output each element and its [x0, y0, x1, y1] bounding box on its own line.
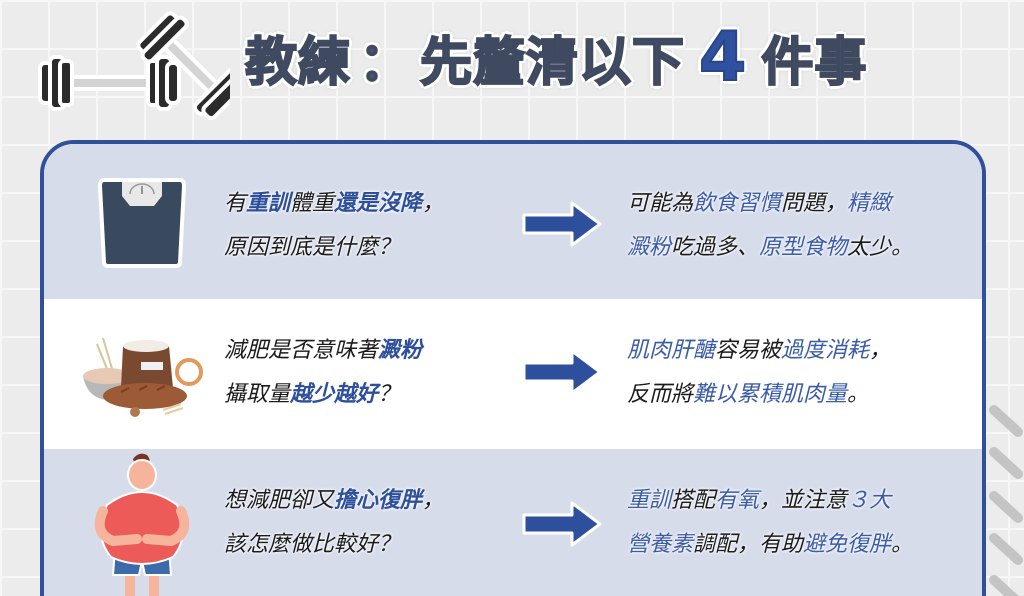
title-number: 4: [698, 17, 748, 98]
highlight-segment: 飲食習慣: [693, 191, 782, 216]
text-segment: 原因到底是什麼？: [224, 235, 401, 260]
faq-card: 有重訓體重還是沒降， 原因到底是什麼？ 可能為飲食習慣問題，精緻 澱粉吃過多、原…: [40, 140, 986, 596]
overweight-man-icon: [94, 453, 190, 596]
title-main: 先釐清以下: [419, 32, 686, 94]
highlight-segment: 過度消耗: [781, 338, 870, 363]
text-segment: 容易被: [715, 338, 782, 363]
question-1-line-1: 有重訓體重還是沒降，: [224, 182, 524, 226]
text-segment: ，: [422, 488, 445, 513]
bread-flour-icon: [83, 337, 203, 417]
highlight-segment: 重訓: [627, 488, 672, 513]
text-segment: 問題，: [781, 191, 848, 216]
text-segment: 有: [224, 191, 247, 216]
highlight-segment: ３大: [847, 488, 892, 513]
bathroom-scale-icon: [97, 178, 187, 268]
text-segment: 吃過多、: [671, 235, 760, 260]
text-segment: 想減肥卻又: [224, 488, 335, 513]
highlight-segment: 避免復胖: [803, 532, 892, 557]
highlight-segment: 擔心復胖: [334, 488, 423, 513]
text-segment: 。: [847, 382, 870, 407]
faq-row-3: 想減肥卻又擔心復胖， 該怎麼做比較好？ 重訓搭配有氧，並注意３大 營養素調配，有…: [44, 449, 982, 596]
highlight-segment: 營養素: [627, 532, 694, 557]
text-segment: 太少。: [847, 235, 914, 260]
question-1-line-2: 原因到底是什麼？: [224, 226, 524, 270]
faq-row-2: 減肥是否意味著澱粉 攝取量越少越好？ 肌肉肝醣容易被過度消耗， 反而將難以累積肌…: [44, 299, 982, 449]
question-3: 想減肥卻又擔心復胖， 該怎麼做比較好？: [224, 479, 524, 567]
answer-1: 可能為飲食習慣問題，精緻 澱粉吃過多、原型食物太少。: [627, 182, 982, 270]
text-segment: 攝取量: [224, 382, 291, 407]
faq-row-1: 有重訓體重還是沒降， 原因到底是什麼？ 可能為飲食習慣問題，精緻 澱粉吃過多、原…: [44, 144, 982, 299]
question-2-line-2: 攝取量越少越好？: [224, 373, 524, 417]
title-colon: ：: [358, 32, 413, 94]
text-segment: 反而將: [627, 382, 694, 407]
answer-1-line-2: 澱粉吃過多、原型食物太少。: [627, 226, 982, 270]
highlight-segment: 澱粉: [378, 338, 423, 363]
highlight-segment: 越少越好: [290, 382, 379, 407]
text-segment: ，: [869, 338, 892, 363]
question-2-line-1: 減肥是否意味著澱粉: [224, 329, 524, 373]
question-2: 減肥是否意味著澱粉 攝取量越少越好？: [224, 329, 524, 417]
answer-2: 肌肉肝醣容易被過度消耗， 反而將難以累積肌肉量。: [627, 329, 982, 417]
title-suffix: 件事: [760, 32, 868, 94]
answer-2-line-2: 反而將難以累積肌肉量。: [627, 373, 982, 417]
highlight-segment: 有氧: [715, 488, 760, 513]
highlight-segment: 難以累積肌肉量: [693, 382, 848, 407]
text-segment: ，並注意: [759, 488, 848, 513]
highlight-segment: 肌肉肝醣: [627, 338, 716, 363]
arrow-right-icon: [522, 501, 602, 547]
text-segment: 搭配: [671, 488, 716, 513]
text-segment: 體重: [290, 191, 335, 216]
arrow-right-icon: [522, 201, 602, 247]
text-segment: 減肥是否意味著: [224, 338, 379, 363]
answer-2-line-1: 肌肉肝醣容易被過度消耗，: [627, 329, 982, 373]
answer-3-line-1: 重訓搭配有氧，並注意３大: [627, 479, 982, 523]
question-1: 有重訓體重還是沒降， 原因到底是什麼？: [224, 182, 524, 270]
text-segment: 該怎麼做比較好？: [224, 532, 401, 557]
decorative-chevron-stripes: [989, 405, 1023, 596]
text-segment: ，: [422, 191, 445, 216]
answer-3: 重訓搭配有氧，並注意３大 營養素調配，有助避免復胖。: [627, 479, 982, 567]
highlight-segment: 精緻: [847, 191, 892, 216]
highlight-segment: 原型食物: [759, 235, 848, 260]
highlight-segment: 澱粉: [627, 235, 672, 260]
question-3-line-1: 想減肥卻又擔心復胖，: [224, 479, 524, 523]
answer-3-line-2: 營養素調配，有助避免復胖。: [627, 523, 982, 567]
title-prefix: 教練: [244, 32, 352, 94]
answer-1-line-1: 可能為飲食習慣問題，精緻: [627, 182, 982, 226]
highlight-segment: 還是沒降: [334, 191, 423, 216]
page-title: 教練 ： 先釐清以下 4 件事: [244, 12, 868, 102]
text-segment: 調配，有助: [693, 532, 804, 557]
text-segment: 。: [891, 532, 914, 557]
highlight-segment: 重訓: [246, 191, 291, 216]
arrow-right-icon: [522, 349, 602, 395]
question-3-line-2: 該怎麼做比較好？: [224, 523, 524, 567]
dumbbells-icon: [38, 11, 230, 120]
text-segment: ？: [378, 382, 401, 407]
text-segment: 可能為: [627, 191, 694, 216]
